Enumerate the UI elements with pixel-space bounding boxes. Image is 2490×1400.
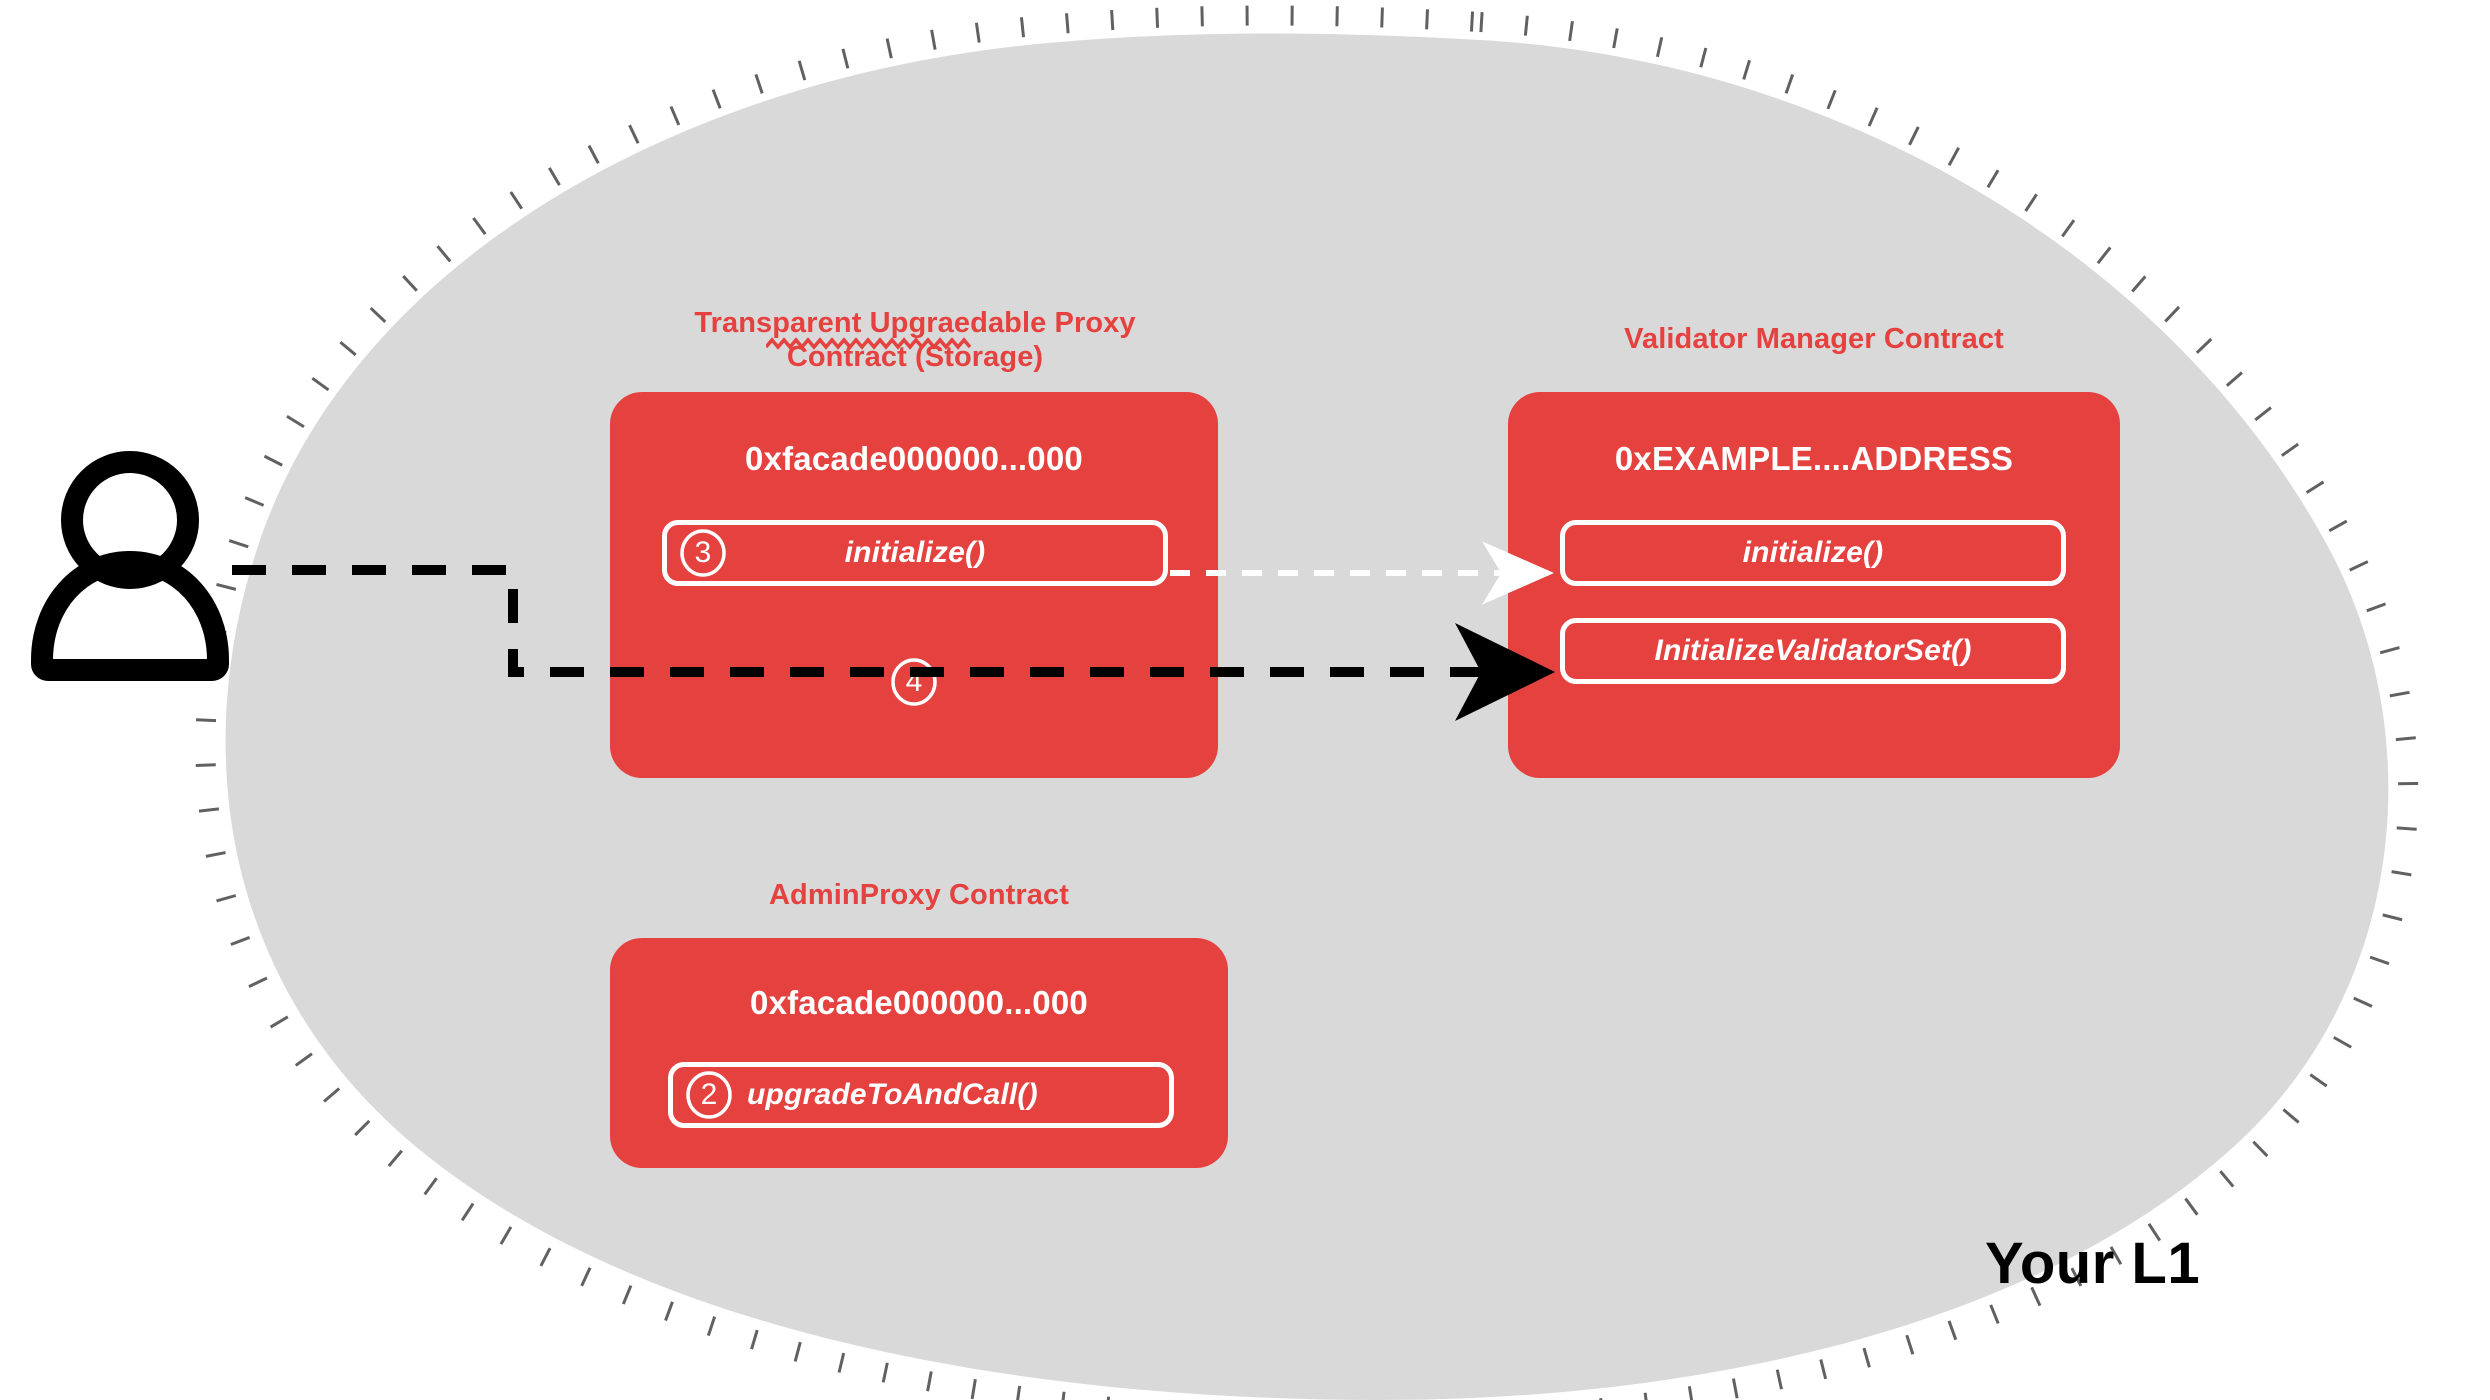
method-upgrade-to-and-call-label: upgradeToAndCall() xyxy=(747,1078,1038,1111)
spellcheck-squiggle-icon xyxy=(766,337,971,350)
user-person-icon xyxy=(31,451,229,681)
admin-proxy-address: 0xfacade000000...000 xyxy=(750,984,1088,1021)
method-initialize-proxy-label: initialize() xyxy=(844,536,986,569)
method-initialize-vmc-label: initialize() xyxy=(1742,536,1884,569)
method-initialize-validator-set-label: InitializeValidatorSet() xyxy=(1654,634,1972,667)
step-badge-2: 2 xyxy=(685,1071,733,1119)
method-initialize-vmc[interactable]: initialize() xyxy=(1560,520,2066,586)
validator-manager-title: Validator Manager Contract xyxy=(1508,322,2120,356)
method-initialize-proxy[interactable]: initialize() 3 xyxy=(662,520,1168,586)
transparent-proxy-title-line1: Transparent Upgraedable Proxy xyxy=(694,307,1136,339)
method-initialize-validator-set[interactable]: InitializeValidatorSet() xyxy=(1560,618,2066,684)
step-badge-4: 4 xyxy=(890,658,938,706)
admin-proxy-card[interactable]: 0xfacade000000...000 2 upgradeToAndCall(… xyxy=(610,938,1228,1168)
step-badge-2-number: 2 xyxy=(700,1078,718,1111)
l1-region-label: Your L1 xyxy=(1985,1231,2201,1296)
transparent-proxy-title: Transparent Upgraedable Proxy Contract (… xyxy=(610,306,1220,374)
transparent-proxy-address: 0xfacade000000...000 xyxy=(745,440,1083,477)
validator-manager-card[interactable]: 0xEXAMPLE....ADDRESS initialize() Initia… xyxy=(1508,392,2120,778)
admin-proxy-title: AdminProxy Contract xyxy=(610,878,1228,912)
step-badge-3: 3 xyxy=(679,529,727,577)
step-badge-3-number: 3 xyxy=(694,536,712,569)
method-upgrade-to-and-call[interactable]: 2 upgradeToAndCall() xyxy=(668,1062,1174,1128)
step-badge-4-number: 4 xyxy=(905,665,923,698)
admin-proxy-title-line1: AdminProxy Contract xyxy=(769,879,1069,911)
transparent-proxy-card[interactable]: 0xfacade000000...000 initialize() 3 4 xyxy=(610,392,1218,778)
validator-manager-title-line1: Validator Manager Contract xyxy=(1624,323,2004,355)
validator-manager-address: 0xEXAMPLE....ADDRESS xyxy=(1614,440,2014,477)
transparent-proxy-title-line2: Contract (Storage) xyxy=(786,341,1044,373)
